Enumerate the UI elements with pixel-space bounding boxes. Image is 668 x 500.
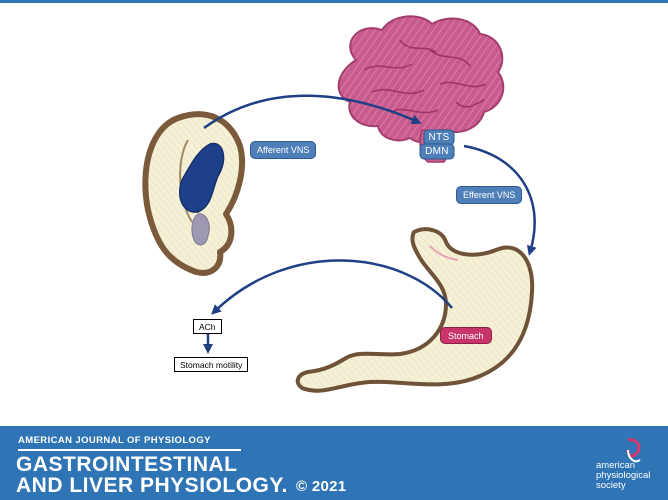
journal-divider: [18, 449, 241, 451]
afferent-vns-label: Afferent VNS: [250, 141, 317, 159]
journal-title-line2: AND LIVER PHYSIOLOGY.: [16, 474, 288, 497]
ach-label: ACh: [193, 319, 222, 334]
afferent-arrow: [203, 94, 422, 130]
ach-release-arrow: [211, 259, 453, 315]
publisher-line3: society: [596, 480, 626, 491]
publisher-line1: american: [596, 460, 636, 471]
nts-label: NTS: [428, 132, 450, 143]
diagram-canvas: [142, 15, 537, 393]
stomach-illustration: [295, 227, 535, 393]
efferent-arrow: [463, 144, 537, 256]
journal-kicker: AMERICAN JOURNAL OF PHYSIOLOGY: [18, 435, 211, 446]
journal-title-line1: GASTROINTESTINAL: [16, 453, 238, 476]
ear-illustration: [142, 111, 246, 276]
publisher-line2: physiological: [596, 470, 651, 481]
stomach-label: Stomach: [440, 327, 492, 344]
efferent-vns-label: Efferent VNS: [456, 186, 523, 204]
vns-diagram: NTS DMN Afferent VNS Efferent VNS Stomac…: [142, 15, 537, 393]
stomach-motility-label: Stomach motility: [174, 357, 249, 372]
dmn-label: DMN: [425, 146, 449, 157]
aps-logo-icon: [626, 438, 641, 463]
journal-footer: AMERICAN JOURNAL OF PHYSIOLOGY GASTROINT…: [0, 426, 668, 500]
copyright-text: © 2021: [296, 478, 347, 495]
brain-illustration: [337, 15, 505, 163]
top-rule: [0, 0, 668, 3]
